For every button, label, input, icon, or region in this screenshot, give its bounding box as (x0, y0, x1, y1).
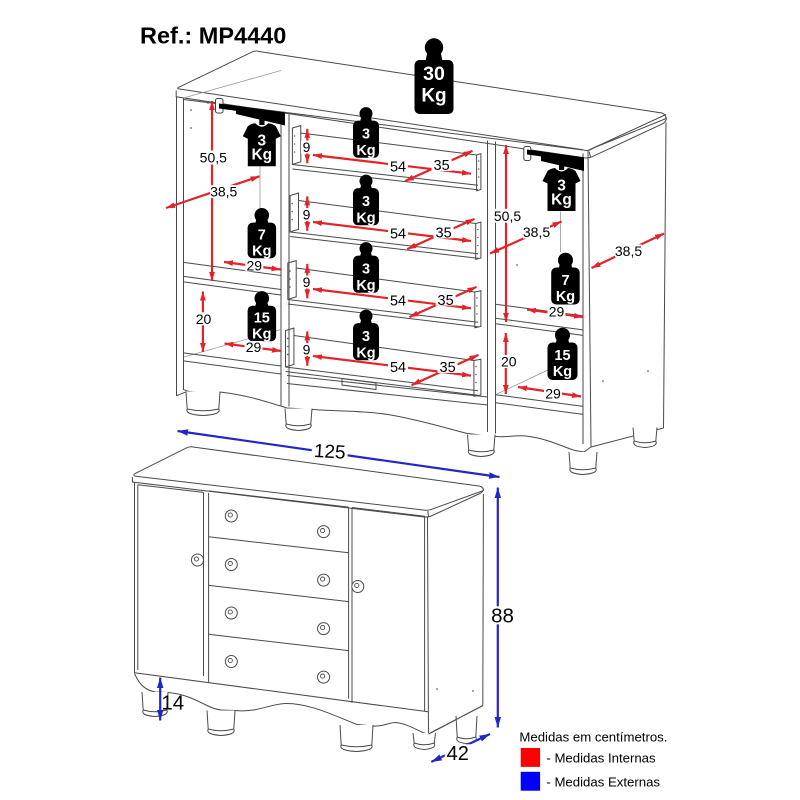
svg-text:35: 35 (434, 158, 450, 174)
svg-text:Kg: Kg (556, 289, 575, 305)
svg-text:7: 7 (561, 273, 569, 289)
svg-text:Kg: Kg (551, 192, 572, 209)
svg-text:Medidas em centímetros.: Medidas em centímetros. (519, 730, 667, 745)
svg-text:Kg: Kg (251, 147, 272, 164)
svg-text:7: 7 (258, 228, 266, 244)
svg-text:38,5: 38,5 (523, 224, 550, 240)
svg-text:Kg: Kg (356, 345, 375, 361)
svg-text:35: 35 (440, 360, 456, 376)
svg-text:Kg: Kg (252, 327, 271, 343)
svg-text:29: 29 (247, 257, 263, 273)
svg-text:- Medidas Externas: - Medidas Externas (546, 774, 660, 789)
svg-text:9: 9 (303, 207, 311, 223)
svg-text:42: 42 (447, 743, 469, 765)
svg-text:29: 29 (246, 339, 262, 355)
svg-text:88: 88 (491, 605, 514, 628)
svg-text:20: 20 (501, 354, 517, 370)
svg-text:38,5: 38,5 (615, 243, 642, 259)
svg-text:Kg: Kg (356, 210, 375, 226)
svg-text:54: 54 (390, 227, 406, 243)
svg-text:3: 3 (362, 329, 370, 345)
svg-text:50,5: 50,5 (200, 150, 227, 166)
svg-text:3: 3 (362, 262, 370, 278)
svg-text:Kg: Kg (553, 364, 572, 380)
svg-text:14: 14 (161, 691, 184, 714)
svg-text:35: 35 (436, 226, 452, 242)
svg-text:54: 54 (390, 360, 406, 376)
svg-text:38,5: 38,5 (210, 184, 237, 200)
svg-text:3: 3 (362, 127, 370, 143)
svg-text:Kg: Kg (252, 244, 271, 260)
svg-text:30: 30 (423, 63, 445, 85)
svg-text:3: 3 (257, 133, 266, 150)
svg-text:- Medidas Internas: - Medidas Internas (546, 751, 656, 766)
svg-text:3: 3 (557, 178, 566, 195)
svg-text:125: 125 (313, 441, 346, 464)
svg-text:15: 15 (254, 311, 270, 327)
svg-text:Kg: Kg (421, 86, 446, 107)
svg-text:54: 54 (390, 160, 406, 176)
svg-text:Ref.: MP4440: Ref.: MP4440 (140, 23, 286, 49)
svg-text:20: 20 (196, 311, 212, 327)
svg-text:29: 29 (545, 386, 561, 402)
svg-text:54: 54 (390, 293, 406, 309)
svg-text:9: 9 (303, 274, 311, 290)
svg-text:50,5: 50,5 (494, 208, 521, 224)
svg-text:29: 29 (549, 304, 565, 320)
svg-text:15: 15 (554, 348, 570, 364)
svg-text:Kg: Kg (356, 143, 375, 159)
svg-text:9: 9 (303, 342, 311, 358)
svg-text:9: 9 (303, 139, 311, 155)
svg-text:3: 3 (362, 194, 370, 210)
svg-text:35: 35 (438, 293, 454, 309)
svg-text:Kg: Kg (356, 278, 375, 294)
